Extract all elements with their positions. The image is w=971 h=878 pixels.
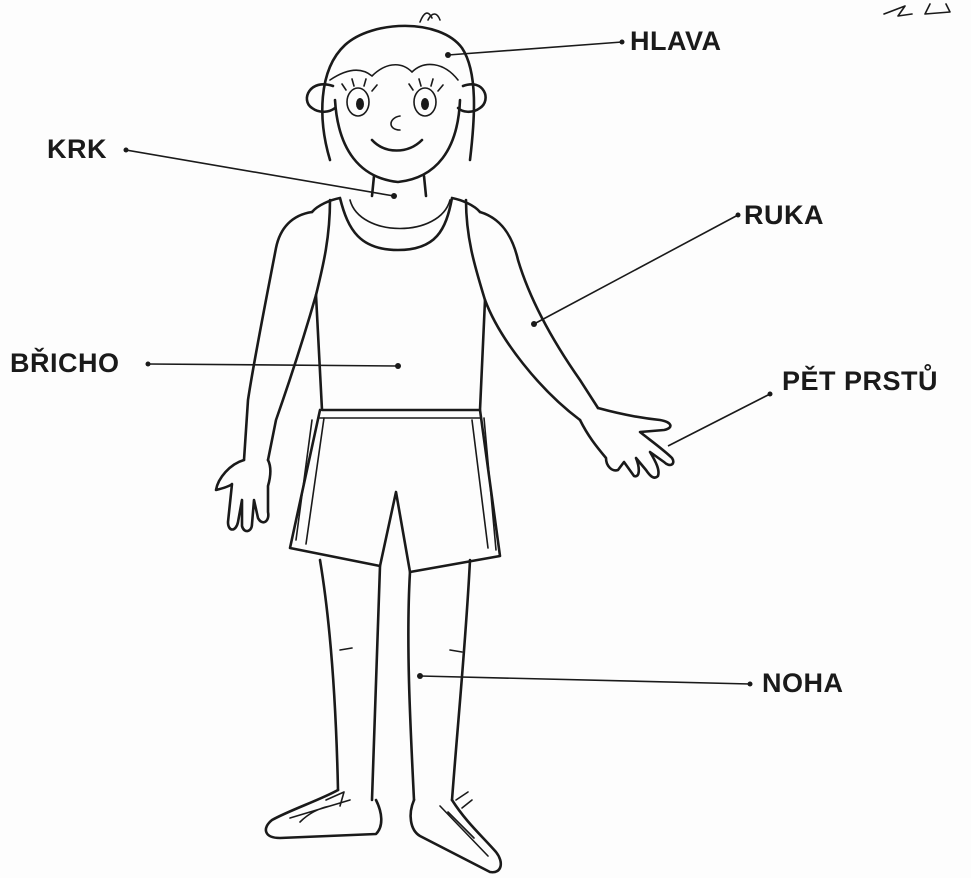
tank-neckline (350, 200, 450, 229)
label-neck: KRK (47, 134, 107, 165)
bangs (330, 64, 458, 80)
leader-arm (534, 215, 738, 324)
leader-belly-dot (395, 363, 401, 369)
leader-neck-dot (391, 193, 397, 199)
leader-head (448, 42, 622, 55)
label-arm: RUKA (744, 200, 824, 231)
mouth (372, 140, 422, 151)
label-leg: NOHA (762, 668, 844, 699)
left-ear (307, 84, 335, 112)
label-belly: BŘICHO (10, 348, 120, 379)
right-leg (408, 560, 470, 800)
leader-belly-dot-end (146, 362, 151, 367)
leader-leg-dot-end (748, 682, 753, 687)
leader-neck-dot-end (124, 148, 129, 153)
left-hand (216, 460, 270, 531)
right-shoe-laces (440, 792, 488, 856)
right-arm (480, 212, 598, 420)
right-ear (458, 84, 486, 112)
leader-head-dot (445, 52, 451, 58)
left-arm (244, 212, 316, 460)
nose (391, 116, 400, 130)
tank-top (312, 198, 485, 410)
knee-marks (340, 648, 462, 652)
corner-scribble (884, 4, 950, 16)
left-leg (320, 560, 380, 800)
leader-fingers-dot-end (768, 392, 773, 397)
leader-arm-dot-end (736, 213, 741, 218)
label-head: HLAVA (630, 26, 722, 57)
leader-head-dot-end (620, 40, 625, 45)
hair-tuft (420, 13, 440, 22)
leader-arm-dot (531, 321, 537, 327)
leader-belly (148, 364, 398, 366)
shorts-stripes (296, 418, 496, 550)
right-pupil (421, 98, 429, 110)
leader-leg (420, 676, 750, 684)
label-fingers: PĚT PRSTŮ (782, 366, 938, 397)
leader-leg-dot (417, 673, 423, 679)
right-shoe (411, 800, 501, 872)
left-shoe (266, 790, 381, 838)
leader-fingers (668, 394, 770, 446)
face (335, 100, 460, 182)
right-hand (580, 408, 673, 478)
left-pupil (356, 98, 364, 110)
